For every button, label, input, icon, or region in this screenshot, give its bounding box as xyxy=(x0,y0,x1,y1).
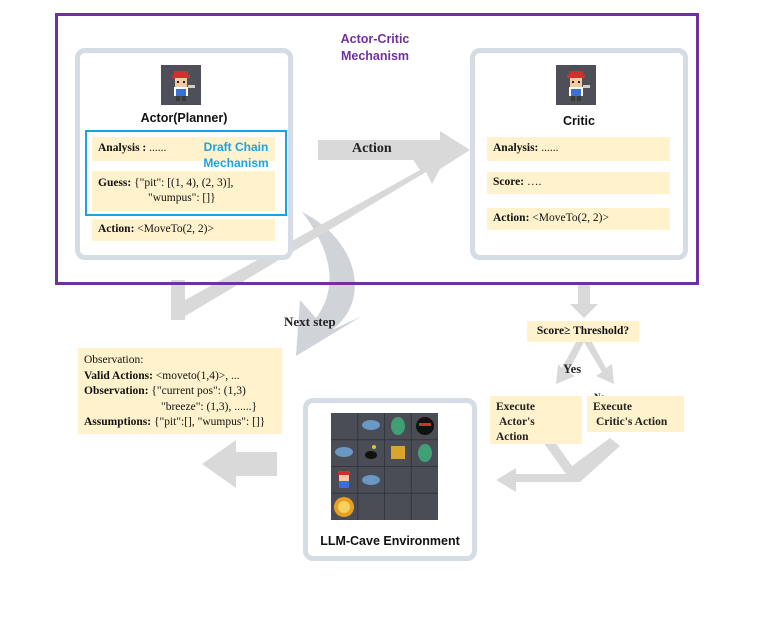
observation-line1: {"current pos": (1,3) xyxy=(151,385,246,397)
actor-title: Actor(Planner) xyxy=(140,111,228,125)
critic-action-value: <MoveTo(2, 2)> xyxy=(532,212,609,224)
actor-guess-box: Guess: {"pit": [(1, 4), (2, 3)], "wumpus… xyxy=(92,171,275,211)
critic-score-value: …. xyxy=(526,176,542,188)
observation-line2: "breeze": (1,3), ......} xyxy=(161,400,258,413)
observation-box: Observation: Valid Actions: <moveto(1,4)… xyxy=(78,348,282,434)
critic-analysis-value: ...... xyxy=(541,142,559,154)
env-to-observation-arrow xyxy=(202,440,277,488)
yes-split-arrow xyxy=(556,342,584,384)
execute-actor-box: Execute Actor's Action xyxy=(490,396,582,444)
execute-critic-line1: Execute xyxy=(593,401,632,413)
actor-action-label: Action: xyxy=(98,223,135,235)
action-arrow-label: Action xyxy=(352,141,392,156)
actor-critic-title: Actor-Critic Mechanism xyxy=(340,32,410,63)
critic-analysis-label: Analysis: xyxy=(493,142,539,154)
actor-guess-line1: {"pit": [(1, 4), (2, 3)], xyxy=(134,177,234,189)
actor-action-box: Action: <MoveTo(2, 2)> xyxy=(92,219,275,241)
actor-avatar-icon xyxy=(161,65,201,105)
next-step-label: Next step xyxy=(284,314,336,329)
actor-analysis-value: ...... xyxy=(149,142,167,154)
no-split-arrow xyxy=(584,342,614,384)
actor-analysis-label: Analysis : xyxy=(98,142,147,154)
observation-header: Observation: xyxy=(84,354,144,366)
critic-down-arrow xyxy=(570,284,598,318)
threshold-label: Score≥ Threshold? xyxy=(536,325,630,337)
observation-label: Observation: xyxy=(84,385,149,397)
execute-actor-line2: Actor's xyxy=(499,416,535,428)
draft-chain-frame xyxy=(85,130,287,216)
yes-label: Yes xyxy=(563,362,582,376)
no-label: No xyxy=(594,392,605,397)
execute-critic-box: Execute Critic's Action xyxy=(587,396,684,432)
execute-actor-line1: Execute xyxy=(496,401,535,413)
valid-actions-label: Valid Actions: xyxy=(84,369,153,382)
execute-actor-line3: Action xyxy=(496,431,529,443)
next-step-arc-arrow xyxy=(296,212,362,356)
valid-actions-value: <moveto(1,4)>, ... xyxy=(155,369,240,382)
critic-avatar-icon xyxy=(556,65,596,105)
assumptions-label: Assumptions: xyxy=(84,416,152,428)
diagonal-arrow xyxy=(176,150,450,318)
critic-analysis-box: Analysis: ...... xyxy=(487,137,670,161)
critic-action-box: Action: <MoveTo(2, 2)> xyxy=(487,208,670,230)
critic-score-label: Score: xyxy=(493,176,525,188)
action-arrow xyxy=(318,131,470,169)
merge-arrow xyxy=(496,438,620,492)
threshold-box: Score≥ Threshold? xyxy=(527,321,639,342)
assumptions-value: {"pit":[], "wumpus": []} xyxy=(153,416,266,428)
environment-title: LLM-Cave Environment xyxy=(320,534,460,548)
actor-action-value: <MoveTo(2, 2)> xyxy=(137,223,214,235)
actor-analysis-box: Analysis : ...... xyxy=(92,137,275,161)
cave-grid-icon xyxy=(331,413,438,520)
actor-guess-label: Guess: xyxy=(98,177,132,189)
critic-title: Critic xyxy=(563,114,595,128)
left-down-arrow xyxy=(171,280,185,320)
draft-chain-title: Draft Chain Mechanism xyxy=(203,140,269,170)
critic-action-label: Action: xyxy=(493,212,530,224)
execute-critic-line2: Critic's Action xyxy=(596,416,668,428)
actor-guess-line2: "wumpus": []} xyxy=(148,192,216,204)
actor-critic-frame xyxy=(55,13,699,285)
critic-score-box: Score: …. xyxy=(487,172,670,194)
